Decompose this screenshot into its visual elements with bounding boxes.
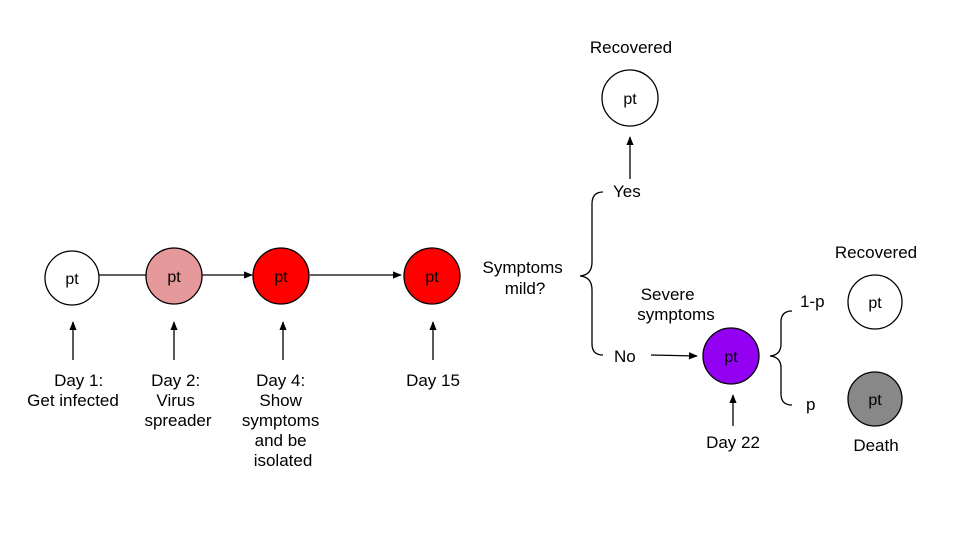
node-severe-label: pt: [724, 349, 738, 366]
outcome-brace: [769, 310, 793, 406]
label-death: Death: [853, 436, 898, 455]
node-day2: [145, 247, 203, 305]
node-day4-label: pt: [274, 269, 288, 286]
label-prob-death: p: [806, 395, 815, 414]
node-day4: [252, 247, 310, 305]
node-day1: [44, 250, 100, 306]
label-symptoms-mild-question: Symptoms mild?: [482, 258, 567, 298]
node-severe: [702, 327, 760, 385]
label-recovered-right: Recovered: [835, 243, 917, 262]
label-recovered-top: Recovered: [590, 38, 672, 57]
node-day15: [403, 247, 461, 305]
label-severe-symptoms: Severe symptoms: [637, 285, 714, 324]
node-day2-label: pt: [167, 269, 181, 286]
node-day1-label: pt: [65, 271, 79, 288]
node-recovered-severe: [847, 274, 903, 330]
label-day15: Day 15: [406, 371, 460, 390]
label-no: No: [614, 347, 636, 366]
node-recovered-mild: [601, 69, 659, 127]
node-death-label: pt: [868, 392, 882, 409]
label-prob-recover: 1-p: [800, 292, 825, 311]
label-yes: Yes: [613, 182, 641, 201]
arrow-no-severe: [650, 352, 698, 360]
node-recovered-severe-label: pt: [868, 295, 882, 312]
label-day2: Day 2: Virus spreader: [144, 371, 211, 430]
label-day22: Day 22: [706, 433, 760, 452]
decision-brace: [579, 191, 604, 356]
node-recovered-mild-label: pt: [623, 91, 637, 108]
node-day15-label: pt: [425, 269, 439, 286]
label-day4: Day 4: Show symptoms and be isolated: [242, 371, 324, 470]
label-day1: Day 1: Get infected: [27, 371, 119, 410]
node-death: [847, 371, 903, 427]
